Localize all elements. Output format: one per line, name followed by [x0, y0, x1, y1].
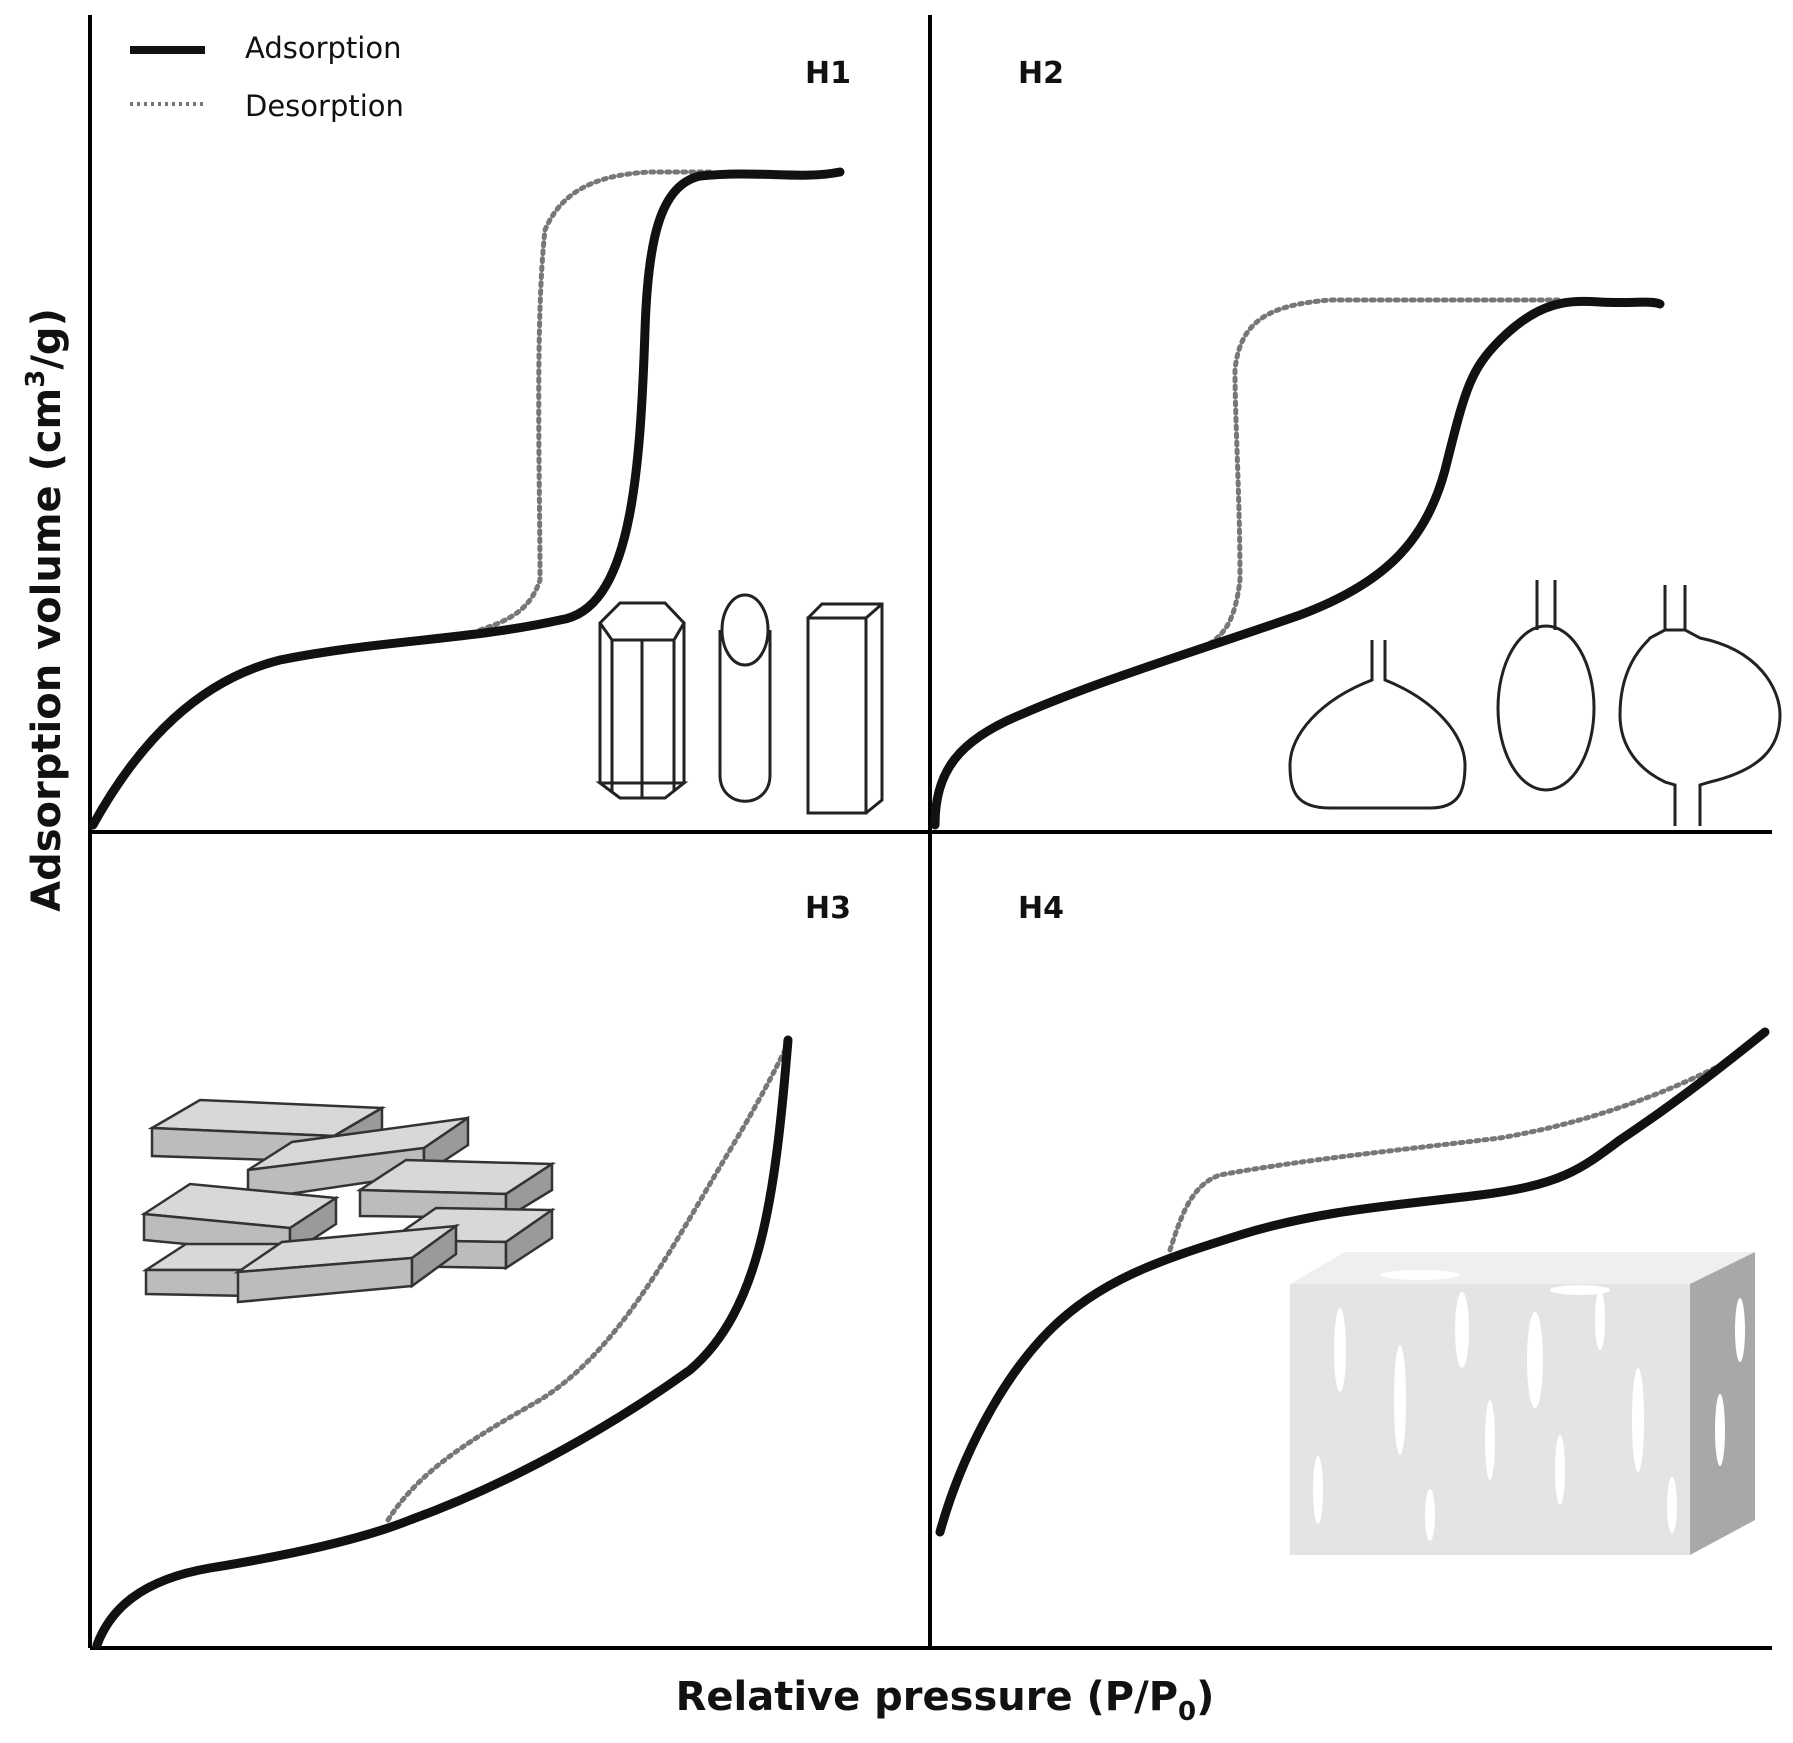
plate-4 — [140, 1182, 340, 1257]
through-channel-pore-icon — [1618, 585, 1782, 826]
x-axis-title-end: ) — [1196, 1674, 1214, 1720]
h4-desorption-curve — [1167, 1065, 1718, 1253]
panel-h3 — [92, 1035, 793, 1650]
panel-h1 — [88, 167, 845, 830]
ink-bottle-pore-icon — [1288, 640, 1467, 810]
h1-desorption-curve — [477, 169, 713, 633]
h3-desorption-curve — [385, 1047, 788, 1523]
h4-adsorption-curve — [935, 1027, 1770, 1537]
hexagonal-prism-pore-icon — [595, 601, 689, 800]
h3-adsorption-curve — [92, 1035, 793, 1650]
panel-label-h4: H4 — [1018, 891, 1064, 926]
panel-label-h3: H3 — [805, 891, 851, 926]
h2-desorption-curve — [1192, 297, 1563, 653]
panel-label-h2: H2 — [1018, 56, 1064, 91]
plate-3 — [355, 1158, 557, 1221]
spherical-neck-pore-icon — [1496, 580, 1596, 792]
panel-label-h1: H1 — [805, 56, 851, 91]
h1-adsorption-curve — [88, 167, 845, 830]
cylindrical-pore-icon — [718, 593, 772, 803]
h4-porous-block-icon — [1290, 1252, 1755, 1555]
x-axis-title-main: Relative pressure (P/P — [676, 1674, 1178, 1720]
h2-adsorption-curve — [930, 296, 1665, 830]
panel-h2 — [930, 296, 1665, 830]
y-axis-title-main: Adsorption volume (cm — [24, 388, 70, 912]
y-axis-title-sup: 3 — [21, 370, 51, 388]
legend: Adsorption Desorption — [130, 31, 404, 123]
y-axis-title: Adsorption volume (cm3/g) — [21, 308, 70, 912]
rectangular-prism-pore-icon — [806, 602, 884, 815]
x-axis-title: Relative pressure (P/P0) — [676, 1674, 1215, 1727]
plate-7 — [233, 1223, 461, 1304]
axes-frame — [88, 15, 1772, 1650]
x-axis-title-sub: 0 — [1178, 1697, 1196, 1727]
legend-adsorption-label: Adsorption — [245, 31, 401, 65]
h3-slit-plates-icon — [140, 1098, 557, 1304]
h2-pore-shapes — [1288, 580, 1782, 826]
block-top-face — [1290, 1252, 1755, 1284]
y-axis-title-end: /g) — [24, 308, 70, 370]
panel-h4 — [935, 1027, 1770, 1537]
h1-pore-shapes — [595, 593, 884, 815]
block-pore-slits — [1313, 1270, 1745, 1541]
legend-desorption-label: Desorption — [245, 89, 404, 123]
